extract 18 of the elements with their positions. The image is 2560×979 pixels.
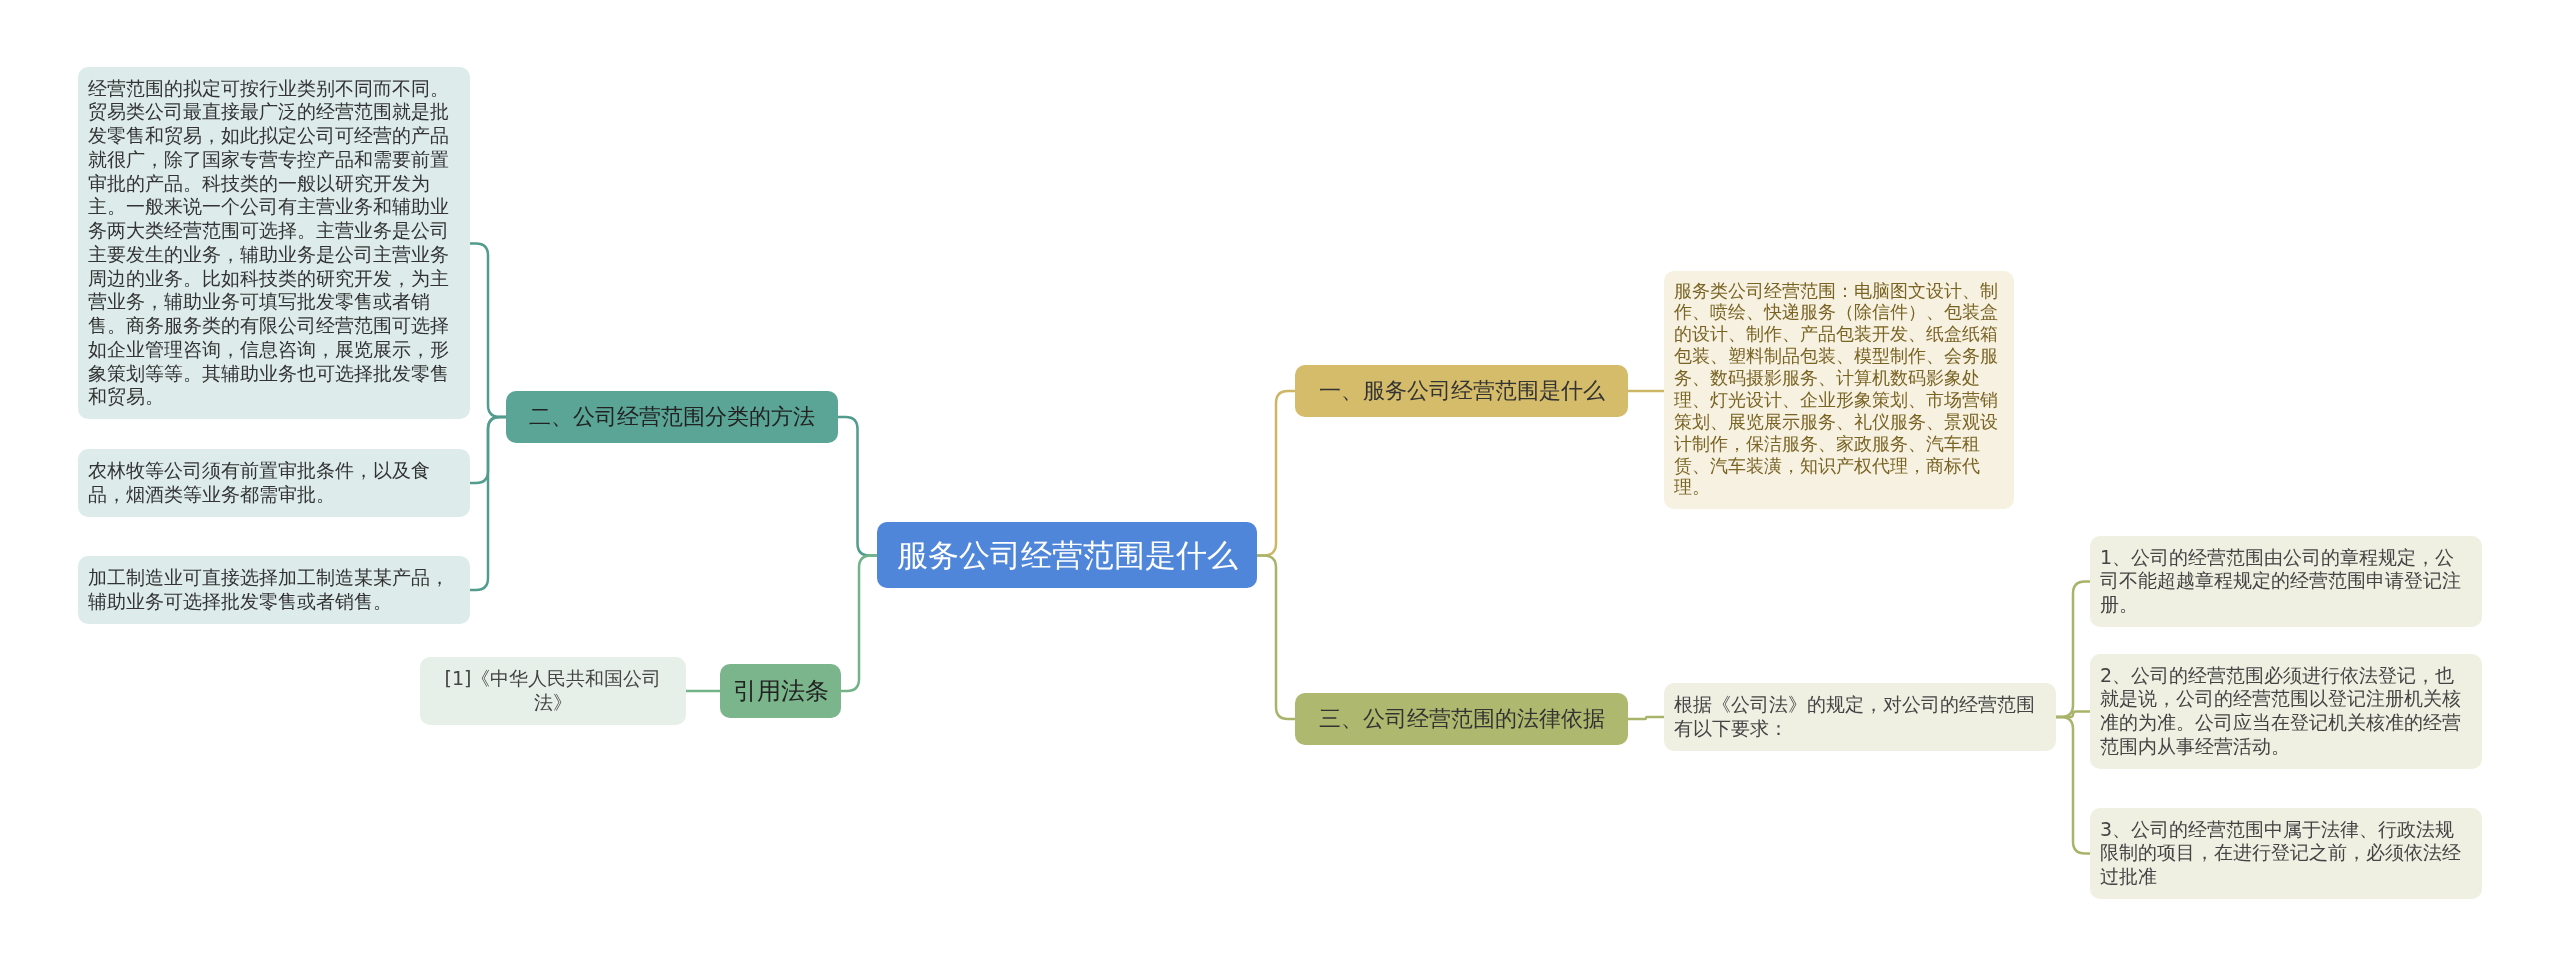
branch-topic: 二、公司经营范围分类的方法 — [506, 391, 838, 443]
connector-line — [1628, 715, 1664, 721]
citation-box: [1]《中华人民共和国公司法》 — [420, 657, 686, 725]
note-box: 3、公司的经营范围中属于法律、行政法规限制的项目，在进行登记之前，必须依法经过批准 — [2090, 807, 2482, 899]
note-box: 农林牧等公司须有前置审批条件，以及食品，烟酒类等业务都需审批。 — [78, 449, 470, 517]
note-box: 服务类公司经营范围：电脑图文设计、制作、喷绘、快递服务（除信件）、包装盒的设计、制作、产品包装开发、纸盒纸箱包装、塑料制品包装、模型制作、会务服务、数码摄影服务、计算机数码影象处理、灯光设计、企业形象策划、市场营销策划、展览展示服务、礼仪服务、景观设计制作，保洁服务、家政服务、汽车租赁、汽车装潢，知识产权代理，商标代理。 — [1664, 270, 2014, 510]
connector-line — [686, 689, 720, 693]
branch-topic: 三、公司经营范围的法律依据 — [1295, 693, 1628, 745]
note-box: 加工制造业可直接选择加工制造某某产品，辅助业务可选择批发零售或者销售。 — [78, 556, 470, 624]
branch-topic: 一、服务公司经营范围是什么 — [1295, 365, 1628, 417]
branch-topic: 引用法条 — [720, 664, 841, 718]
connector-line — [1628, 389, 1664, 393]
note-box: 1、公司的经营范围由公司的章程规定，公司不能超越章程规定的经营范围申请登记注册。 — [2090, 535, 2482, 627]
note-box: 经营范围的拟定可按行业类别不同而不同。贸易类公司最直接最广泛的经营范围就是批发零售和贸易，如此拟定公司可经营的产品就很广，除了国家专营专控产品和需要前置审批的产品。科技类的一般以研究开发为主。一般来说一个公司有主营业务和辅助业务两大类经营范围可选择。主营业务是公司主要发生的业务，辅助业务是公司主营业务周边的业务。比如科技类的研究开发，为主营业务，辅助业务可填写批发零售或者销售。商务服务类的有限公司经营范围可选择如企业管理咨询，信息咨询，展览展示，形象策划等等。其辅助业务也可选择批发零售和贸易。 — [78, 66, 470, 419]
connector-line — [1257, 554, 1295, 721]
note-box: 根据《公司法》的规定，对公司的经营范围有以下要求： — [1664, 683, 2056, 751]
central-topic: 服务公司经营范围是什么 — [877, 521, 1257, 589]
note-box: 2、公司的经营范围必须进行依法登记，也就是说，公司的经营范围以登记注册机关核准的为准。公司应当在登记机关核准的经营范围内从事经营活动。 — [2090, 653, 2482, 769]
